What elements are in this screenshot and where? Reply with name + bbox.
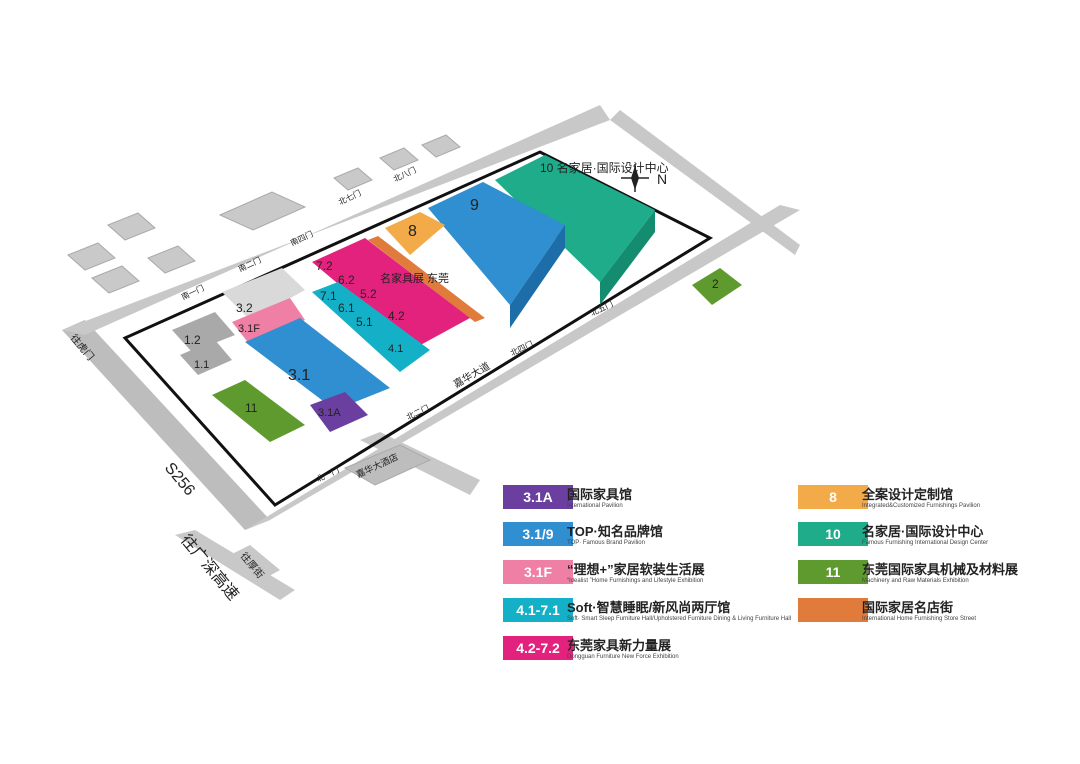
legend-name-zh: 东莞国际家具机械及材料展 [862, 562, 1019, 577]
road-expressway [175, 530, 295, 600]
legend-badge: 3.1A [503, 485, 573, 509]
jiahua-hotel-building [343, 444, 432, 486]
road-north [62, 105, 610, 335]
gate-north-7-label: 北七门 [337, 188, 363, 207]
legend-name-zh: 国际家居名店街 [862, 600, 954, 615]
legend-name-en: Dongguan Furniture New Force Exhibition [567, 654, 679, 660]
hall-4-2-7-2-building [312, 238, 470, 348]
hall-9-building [428, 182, 565, 305]
hall-3-2-label: 3.2 [236, 301, 253, 315]
compass-north-label: N [657, 171, 667, 187]
hall-3-1a-label: 3.1A [318, 407, 341, 419]
hall-4-1-7-1-building [312, 282, 430, 372]
roads [62, 105, 800, 600]
legend-badge: 4.2-7.2 [503, 636, 573, 660]
legend-name-en: Famous Furnishing International Design C… [862, 540, 989, 546]
legend-name-zh: Soft·智慧睡眠/新风尚两厅馆 [567, 600, 731, 615]
hall-6-2-label: 6.2 [338, 273, 355, 287]
hall-1-2-building [172, 312, 235, 352]
hall-3-2-building [222, 268, 305, 320]
legend-name-zh: “理想+”家居软装生活展 [567, 562, 705, 577]
legend-badge: 11 [798, 560, 868, 584]
hall-7-1-label: 7.1 [320, 289, 337, 303]
hall-3-1-label: 3.1 [288, 367, 310, 384]
gate-south-4-label: 南四门 [289, 229, 315, 248]
hall-1-1-label: 1.1 [194, 359, 209, 371]
hall-3-1f-building [232, 298, 305, 345]
legend-name-zh: 国际家具馆 [567, 487, 633, 502]
surrounding-buildings [67, 134, 461, 486]
legend-name-zh: 名家居·国际设计中心 [862, 524, 984, 539]
hall-11-building [212, 380, 305, 442]
hall-2-label: 2 [712, 277, 719, 291]
legend-badge [798, 598, 868, 622]
legend-badge: 8 [798, 485, 868, 509]
venue-boundary [122, 150, 714, 507]
legend-name-en: Machinery and Raw Materials Exhibition [862, 578, 969, 584]
hall-7-2-label: 7.2 [316, 259, 333, 273]
legend-badge: 10 [798, 522, 868, 546]
hall-3-1f-label: 3.1F [238, 323, 260, 335]
legend-name-zh: 全案设计定制馆 [862, 487, 954, 502]
hall-1-1-building [180, 340, 232, 375]
hall-8-label: 8 [408, 223, 417, 240]
hall-3-1-building [245, 318, 390, 410]
brand-logo-text: 名家具展 东莞 [380, 271, 449, 285]
compass-icon: N [621, 164, 667, 192]
hall-5-2-label: 5.2 [360, 287, 377, 301]
hall-8-building [385, 212, 445, 255]
hall-1-2-label: 1.2 [184, 333, 201, 347]
road-s256 [62, 320, 270, 530]
hall-10-sign: 10 名家居·国际设计中心 [540, 160, 669, 175]
legend-name-en: International Home Furnishing Store Stre… [862, 616, 977, 622]
hall-6-1-label: 6.1 [338, 301, 355, 315]
hall-10-building [495, 155, 655, 282]
gate-south-2-label: 南二门 [237, 255, 263, 274]
hall-9-label: 9 [470, 197, 479, 214]
store-street [368, 236, 485, 322]
legend-name-en: TOP· Famous Brand Pavilion [567, 540, 645, 546]
hall-5-1-label: 5.1 [356, 315, 373, 329]
legend-name-en: Integrated&Customized Furnishings Pavili… [862, 503, 981, 509]
road-houjie [230, 545, 280, 580]
hall-4-2-label: 4.2 [388, 309, 405, 323]
legend-name-en: “Idealist ”Home Furnishings and Lifestyl… [567, 578, 704, 584]
hall-2-building [692, 268, 742, 305]
hall-4-1-label: 4.1 [388, 343, 403, 355]
legend-name-zh: TOP·知名品牌馆 [567, 524, 663, 539]
hall-3-1a-building [310, 392, 368, 432]
legend-name-en: International Pavilion [567, 503, 623, 509]
legend-name-en: Soft· Smart Sleep Furniture Hall/Upholst… [567, 616, 792, 622]
legend-badge: 3.1F [503, 560, 573, 584]
hall-11-label: 11 [245, 401, 258, 415]
legend-name-zh: 东莞家具新力量展 [567, 638, 672, 653]
legend-badge: 4.1-7.1 [503, 598, 573, 622]
road-east [610, 110, 800, 255]
legend-badge: 3.1/9 [503, 522, 573, 546]
